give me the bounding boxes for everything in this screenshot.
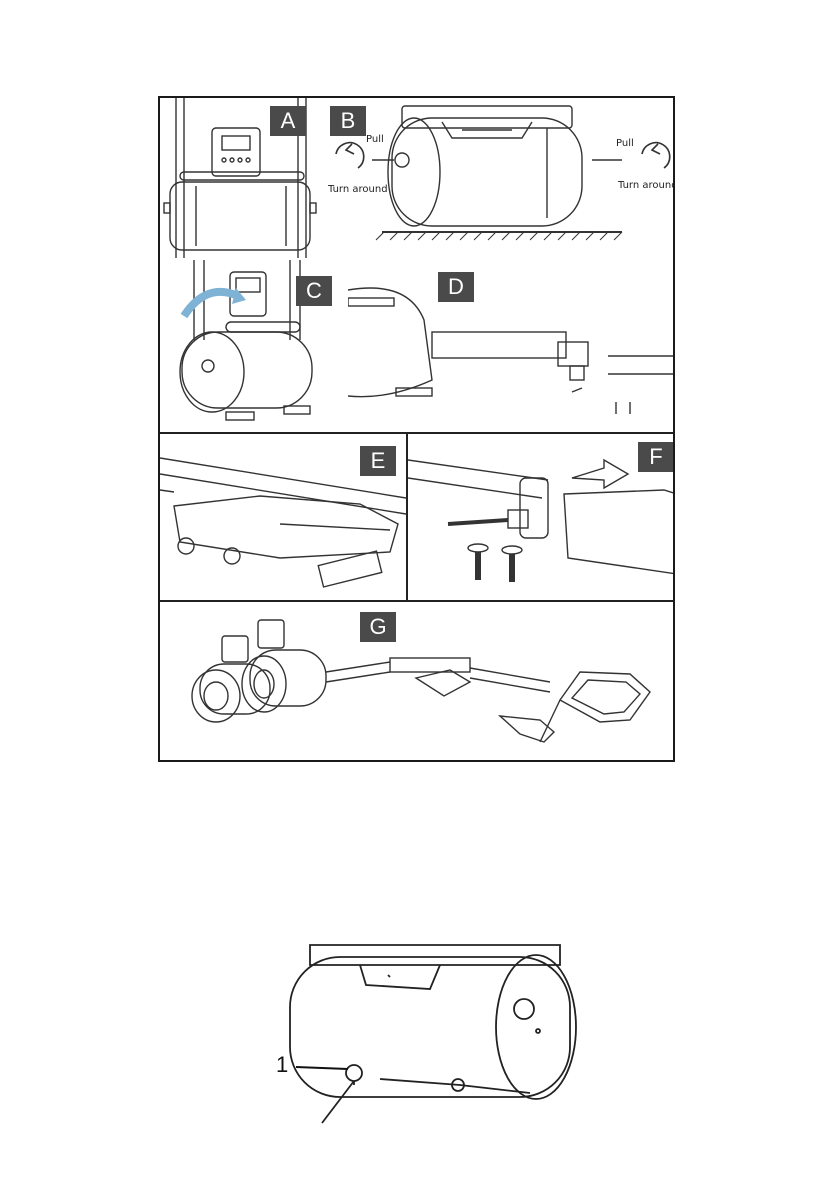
panel-c: C: [160, 260, 346, 430]
step-a-badge: A: [270, 106, 306, 136]
panel-g: G: [160, 602, 675, 762]
panel-f-drawing: [408, 434, 675, 600]
panel-g-drawing: [160, 602, 675, 762]
panel-a: A: [160, 98, 318, 258]
detail-figure: [270, 935, 600, 1135]
panel-d-drawing: [348, 260, 675, 430]
panel-f: F: [408, 434, 675, 600]
step-e-badge: E: [360, 446, 396, 476]
panel-e: E: [160, 434, 406, 600]
turn-around-label-left: Turn around: [328, 184, 388, 195]
step-b-badge: B: [330, 106, 366, 136]
step-f-badge: F: [638, 442, 674, 472]
panel-d: D: [348, 260, 675, 430]
turn-around-label-right: Turn around: [618, 180, 675, 191]
detail-drawing: [270, 935, 600, 1135]
panel-b-drawing: [322, 98, 675, 258]
assembly-figure: A: [158, 96, 675, 762]
step-g-badge: G: [360, 612, 396, 642]
step-d-badge: D: [438, 272, 474, 302]
callout-part-1: 1: [276, 1052, 288, 1078]
pull-label-left: Pull: [366, 134, 384, 145]
step-c-badge: C: [296, 276, 332, 306]
panel-b: B Pull Turn around Pull Turn around: [322, 98, 675, 258]
pull-label-right: Pull: [616, 138, 634, 149]
